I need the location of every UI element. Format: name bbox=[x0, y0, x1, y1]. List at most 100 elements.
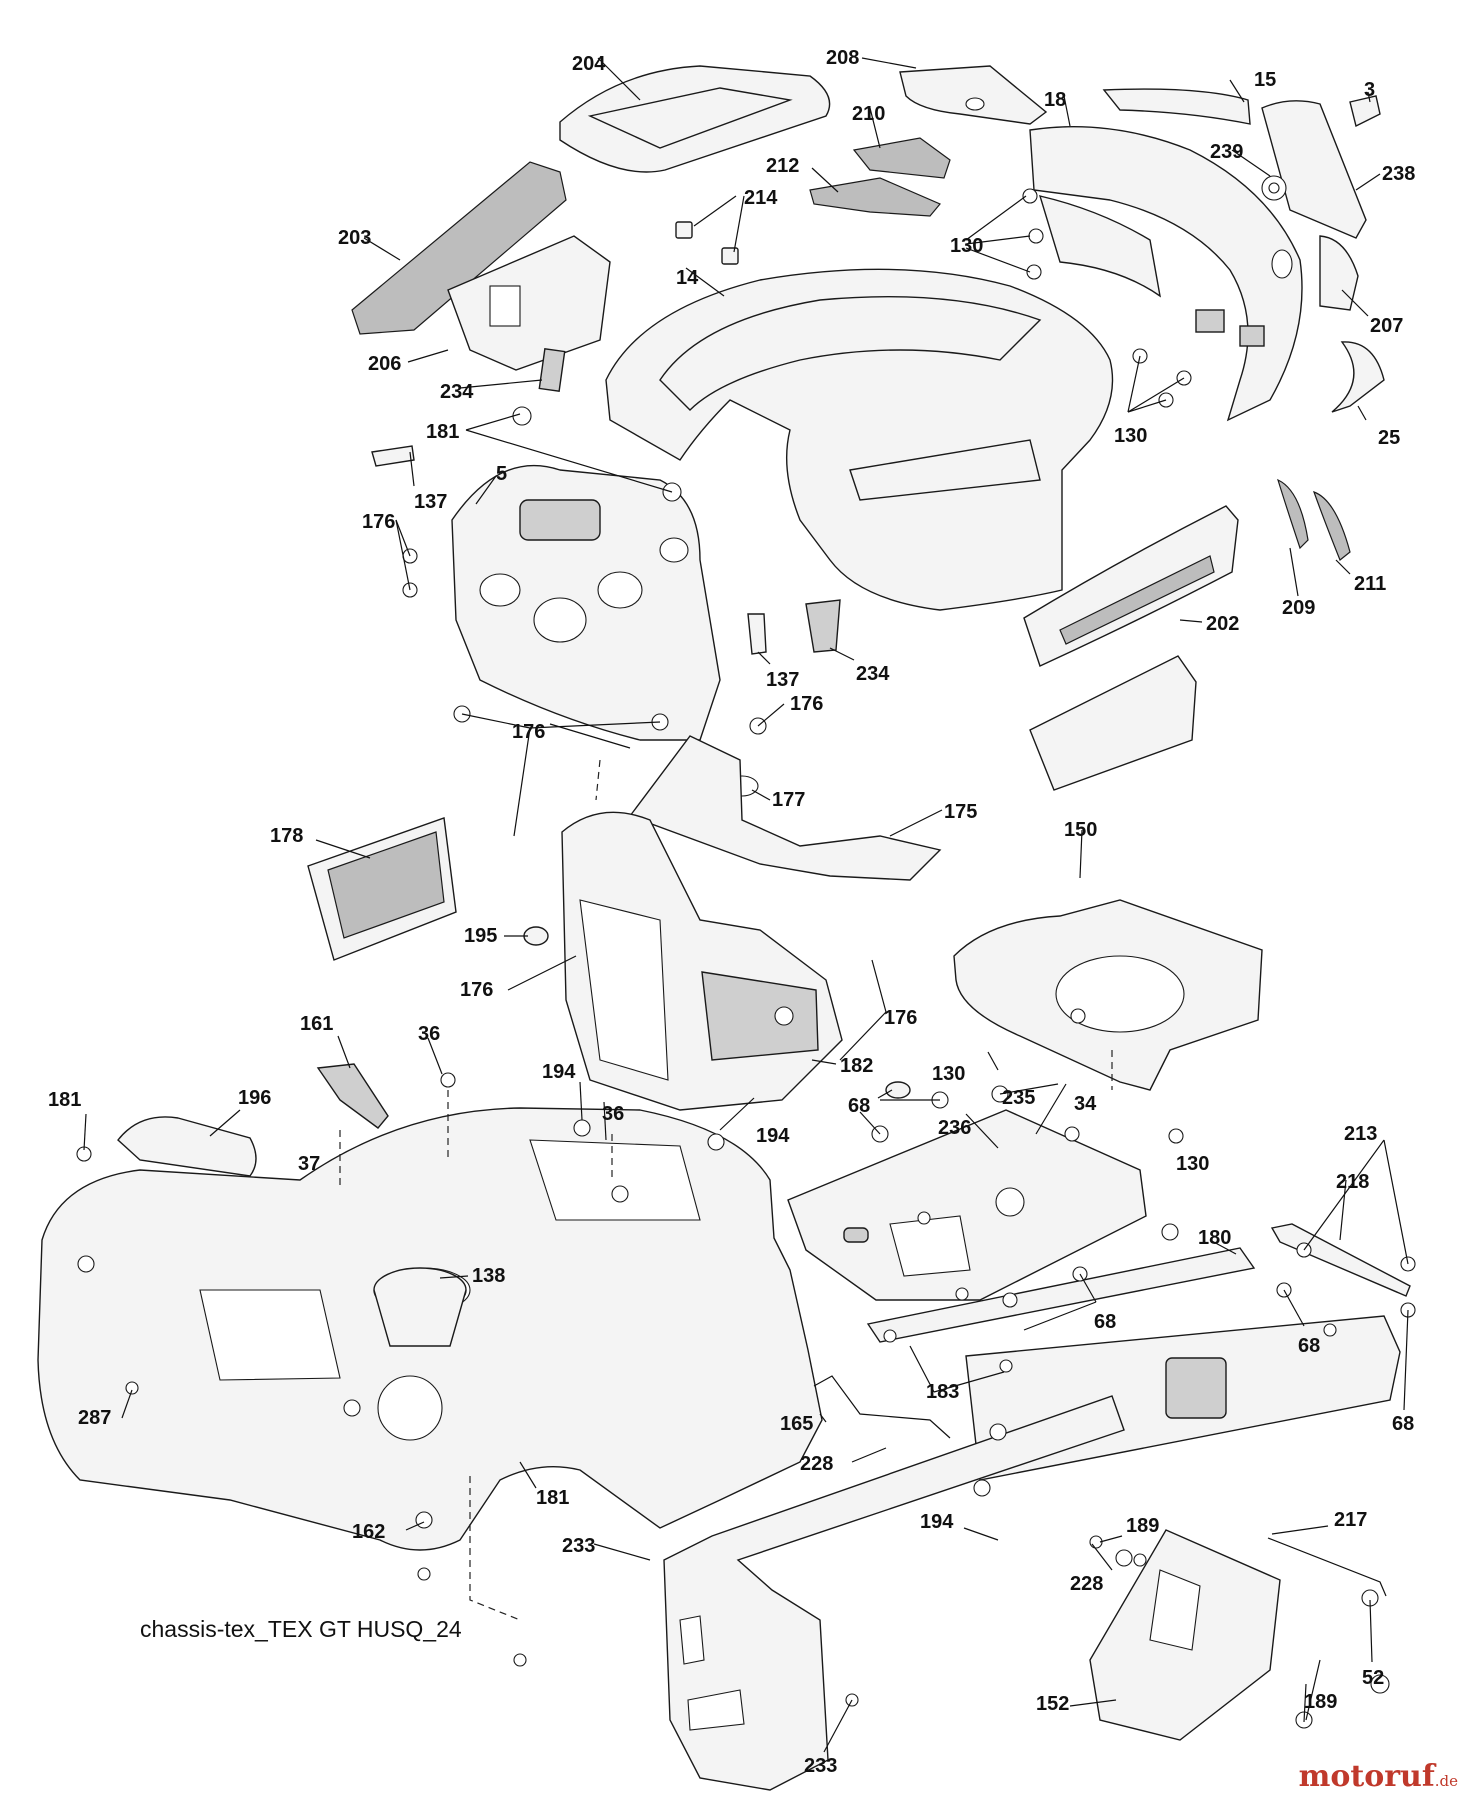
callout-176-left: 176 bbox=[362, 511, 395, 533]
part-210-grille bbox=[852, 137, 951, 179]
part-207-headlight bbox=[1319, 235, 1359, 311]
part-25-lens bbox=[1331, 341, 1385, 413]
part-137-clip-center bbox=[747, 613, 767, 655]
callout-208: 208 bbox=[826, 47, 859, 69]
callout-5: 5 bbox=[496, 463, 507, 485]
part-234-decal bbox=[538, 348, 566, 392]
callout-189-bottom: 189 bbox=[1304, 1691, 1337, 1713]
callout-233-bottom: 233 bbox=[804, 1755, 837, 1777]
callout-194-lower: 194 bbox=[920, 1511, 954, 1533]
callout-176-right: 176 bbox=[790, 693, 823, 715]
callout-217: 217 bbox=[1334, 1509, 1367, 1531]
part-203-front-grille bbox=[351, 161, 567, 335]
callout-15: 15 bbox=[1254, 69, 1276, 91]
callout-176-lower-right: 176 bbox=[884, 1007, 917, 1029]
part-202-bumper-grille bbox=[1023, 505, 1239, 667]
callout-138: 138 bbox=[472, 1265, 505, 1287]
callout-239: 239 bbox=[1210, 141, 1243, 163]
part-218-brace bbox=[1270, 1223, 1411, 1297]
part-196-step bbox=[117, 1116, 257, 1177]
leader-lines bbox=[83, 57, 1409, 1753]
callout-68-center: 68 bbox=[1094, 1311, 1116, 1333]
callout-194-right: 194 bbox=[756, 1125, 790, 1147]
callout-234-center: 234 bbox=[856, 663, 890, 685]
callout-3: 3 bbox=[1364, 79, 1375, 101]
callout-228-right: 228 bbox=[1070, 1573, 1103, 1595]
part-178-vent-panel bbox=[307, 817, 457, 961]
callout-150: 150 bbox=[1064, 819, 1097, 841]
callout-137-left: 137 bbox=[414, 491, 447, 513]
part-214-clips bbox=[675, 221, 739, 265]
part-206-bracket bbox=[447, 235, 611, 371]
part-204-hood-top-panel bbox=[559, 65, 831, 173]
callout-235: 235 bbox=[1002, 1087, 1035, 1109]
callout-36-left: 36 bbox=[418, 1023, 440, 1045]
callout-177: 177 bbox=[772, 789, 805, 811]
callout-52: 52 bbox=[1362, 1667, 1384, 1689]
part-152-shield bbox=[1089, 1529, 1281, 1741]
callout-130-right: 130 bbox=[1114, 425, 1147, 447]
part-233-lower-frame bbox=[663, 1395, 1125, 1791]
callout-204: 204 bbox=[572, 53, 606, 75]
part-138-cup-holder bbox=[373, 1267, 467, 1347]
callout-180: 180 bbox=[1198, 1227, 1231, 1249]
callout-195: 195 bbox=[464, 925, 497, 947]
callout-25: 25 bbox=[1378, 427, 1400, 449]
part-212-grille bbox=[809, 177, 941, 217]
diagram-caption: chassis-tex_TEX GT HUSQ_24 bbox=[140, 1616, 462, 1642]
callout-214: 214 bbox=[744, 187, 778, 209]
callout-130-lower: 130 bbox=[1176, 1153, 1209, 1175]
callout-202: 202 bbox=[1206, 613, 1239, 635]
part-217-rod bbox=[1267, 1537, 1387, 1597]
callout-210: 210 bbox=[852, 103, 885, 125]
callout-161: 161 bbox=[300, 1013, 333, 1035]
part-137-clip-left bbox=[371, 445, 415, 467]
callout-162: 162 bbox=[352, 1521, 385, 1543]
callout-176-lower-left: 176 bbox=[460, 979, 493, 1001]
watermark-tld: .de bbox=[1434, 1772, 1458, 1790]
callout-18: 18 bbox=[1044, 89, 1066, 111]
callout-206: 206 bbox=[368, 353, 401, 375]
part-165-rod bbox=[813, 1375, 951, 1439]
callout-203: 203 bbox=[338, 227, 371, 249]
callout-14: 14 bbox=[676, 267, 699, 289]
callout-189-top: 189 bbox=[1126, 1515, 1159, 1537]
part-5-dashboard bbox=[451, 464, 721, 741]
callout-181-top: 181 bbox=[426, 421, 459, 443]
part-208-bracket bbox=[899, 65, 1048, 125]
watermark-logo: motoruf.de bbox=[1299, 1759, 1458, 1794]
part-15-trim-strip bbox=[1102, 88, 1251, 125]
callout-212: 212 bbox=[766, 155, 799, 177]
callout-181-lower: 181 bbox=[536, 1487, 569, 1509]
callout-236: 236 bbox=[938, 1117, 971, 1139]
part-238-side-panel bbox=[1261, 100, 1367, 239]
callout-68-top: 68 bbox=[848, 1095, 870, 1117]
callout-238: 238 bbox=[1382, 163, 1415, 185]
callout-213: 213 bbox=[1344, 1123, 1377, 1145]
dashed-alignment-lines bbox=[339, 759, 1113, 1621]
callout-37: 37 bbox=[298, 1153, 320, 1175]
callout-130-hood: 130 bbox=[950, 235, 983, 257]
part-234-decal-center bbox=[805, 599, 841, 653]
callout-182: 182 bbox=[840, 1055, 873, 1077]
callout-207: 207 bbox=[1370, 315, 1403, 337]
part-161-pedal bbox=[316, 1063, 389, 1129]
callout-194-top: 194 bbox=[542, 1061, 576, 1083]
part-205-lower-panel bbox=[1029, 655, 1197, 791]
callout-183: 183 bbox=[926, 1381, 959, 1403]
callout-137-center: 137 bbox=[766, 669, 799, 691]
callout-233-top: 233 bbox=[562, 1535, 595, 1557]
part-14-hood bbox=[605, 268, 1114, 611]
part-150-floor-pan bbox=[953, 899, 1263, 1091]
callout-labels: 204 208 15 3 18 210 212 239 238 214 203 … bbox=[48, 47, 1415, 1777]
watermark-name: motoruf bbox=[1298, 1759, 1435, 1794]
callout-196: 196 bbox=[238, 1087, 271, 1109]
part-18-front-housing bbox=[1029, 126, 1303, 422]
callout-152: 152 bbox=[1036, 1693, 1069, 1715]
callout-228-left: 228 bbox=[800, 1453, 833, 1475]
part-235-bushing bbox=[885, 1081, 911, 1099]
callout-165: 165 bbox=[780, 1413, 813, 1435]
callout-68-right: 68 bbox=[1298, 1335, 1320, 1357]
callout-175: 175 bbox=[944, 801, 977, 823]
